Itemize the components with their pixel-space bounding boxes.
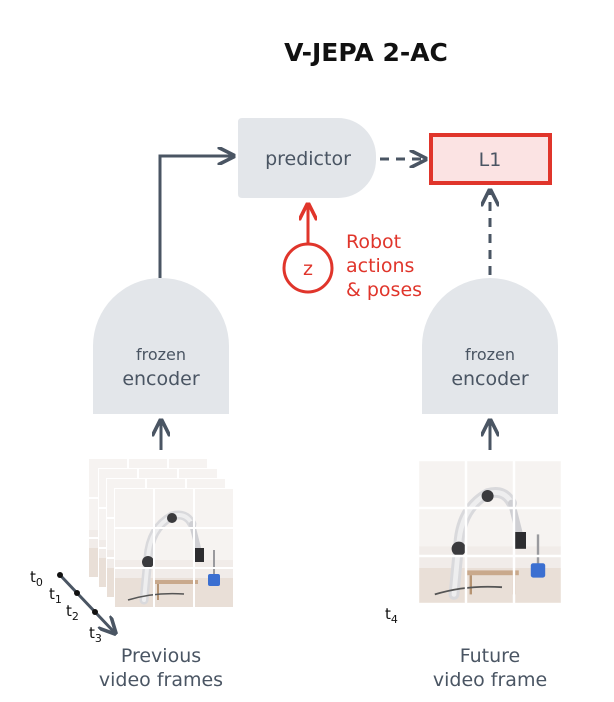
diagram-title: V-JEPA 2-AC	[284, 38, 448, 67]
time-dot-2	[92, 609, 98, 615]
right-encoder-line1: frozen	[465, 345, 515, 364]
robot-actions-label-line3: & poses	[346, 279, 422, 301]
l1-loss-label: L1	[479, 149, 502, 171]
predictor-block	[238, 118, 376, 198]
future-caption-line2: video frame	[433, 669, 547, 691]
right-frozen-encoder	[422, 278, 558, 414]
left-encoder-line2: encoder	[122, 368, 200, 390]
time-label-t4: t4	[385, 605, 398, 626]
latent-z-symbol: z	[303, 258, 313, 280]
time-dot-0	[57, 572, 63, 578]
future-frame	[418, 460, 562, 604]
robot-actions-label-line2: actions	[346, 255, 414, 277]
time-label-t3: t3	[89, 624, 102, 645]
time-label-t2: t2	[66, 602, 79, 623]
time-label-t1: t1	[49, 585, 62, 606]
time-axis-arrow	[58, 573, 114, 632]
previous-caption-line2: video frames	[99, 669, 223, 691]
time-dot-1	[74, 590, 80, 596]
context-to-predictor-arrow	[158, 156, 232, 278]
previous-frame-3	[114, 488, 234, 608]
right-encoder-line2: encoder	[451, 368, 529, 390]
time-label-t0: t0	[30, 568, 43, 589]
predictor-label: predictor	[265, 148, 351, 170]
l1-loss-box	[429, 133, 552, 185]
left-frozen-encoder	[93, 278, 229, 414]
previous-caption-line1: Previous	[121, 645, 201, 667]
future-caption-line1: Future	[460, 645, 521, 667]
robot-actions-label-line1: Robot	[346, 231, 401, 253]
previous-frames-stack	[88, 458, 234, 608]
left-encoder-line1: frozen	[136, 345, 186, 364]
